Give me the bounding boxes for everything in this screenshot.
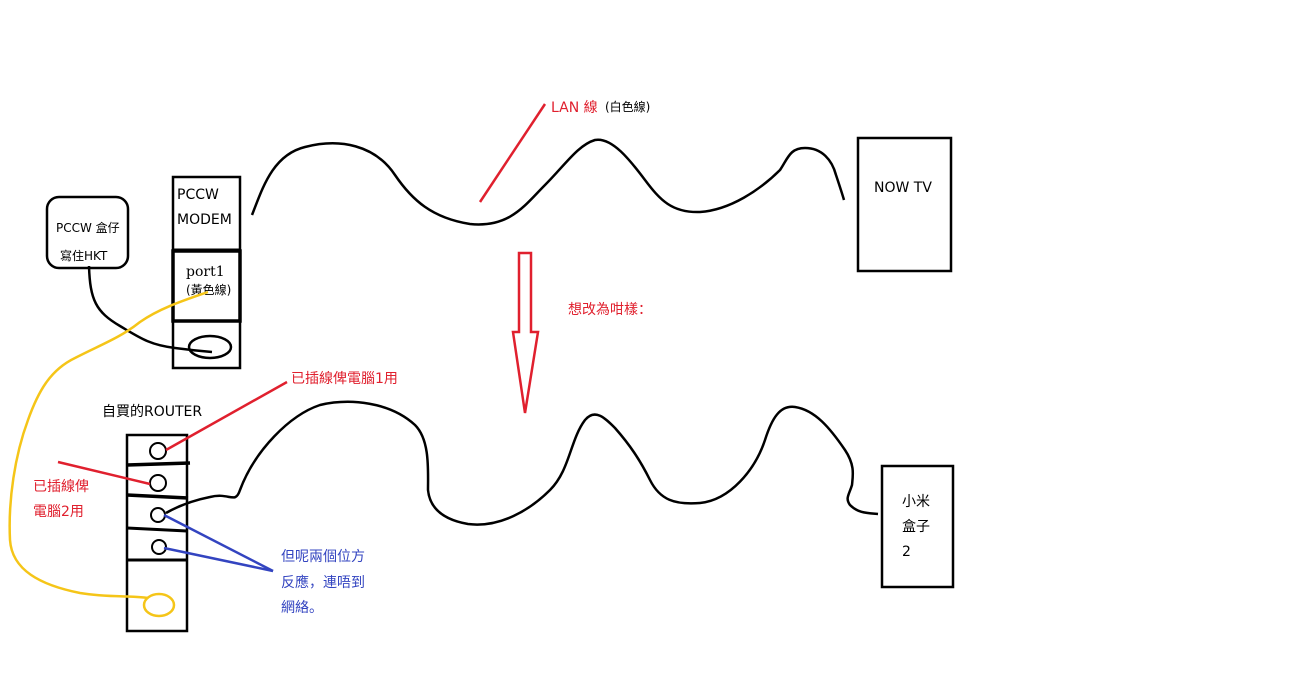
yellow-port-oval: [142, 592, 176, 618]
arrow-label: 想改為咁樣：: [568, 301, 652, 318]
port2-note-line1: 已插線俾: [33, 479, 89, 495]
router-divider-3: [126, 526, 188, 533]
pccw-box-line1: PCCW 盒仔: [56, 220, 120, 235]
mi-box-line3: 2: [902, 544, 911, 560]
modem-port1-note: (黃色線): [186, 282, 231, 297]
modem-label-line1: PCCW: [177, 187, 219, 203]
blue-note-line2: 反應，連唔到: [281, 574, 365, 591]
modem-port-oval: [187, 334, 233, 360]
now-tv-label: NOW TV: [874, 180, 932, 196]
pccw-box-cable: [87, 265, 213, 354]
router-box: [125, 433, 189, 633]
blue-note-line1: 但呢兩個位方: [281, 549, 365, 565]
blue-pointer-2: [163, 546, 274, 573]
port2-note-line2: 電腦2用: [33, 504, 84, 520]
lan-note: (白色線): [605, 99, 650, 114]
router-title: 自買的ROUTER: [102, 404, 202, 420]
router-divider-1: [126, 461, 191, 467]
pccw-box: [45, 195, 130, 270]
top-lan-cable: [250, 138, 846, 226]
router-divider-2: [126, 493, 189, 500]
router-port-1: [149, 442, 167, 460]
port1-note: 已插線俾電腦1用: [291, 371, 398, 387]
yellow-cable: [8, 290, 209, 600]
lan-label: LAN 線: [551, 100, 598, 116]
pccw-box-line2: 寫住HKT: [60, 248, 108, 263]
lan-pointer: [478, 103, 547, 203]
router-port-2: [149, 474, 167, 492]
blue-pointer-1: [163, 513, 274, 573]
modem-port1: [171, 249, 242, 323]
router-port-4: [151, 539, 167, 555]
modem-port1-label: port1: [186, 264, 225, 280]
mi-box: [880, 464, 955, 589]
router-port-3: [150, 507, 166, 523]
mi-box-line2: 盒子: [902, 518, 930, 535]
bottom-lan-cable: [165, 400, 879, 526]
now-tv-box: [856, 136, 953, 273]
port1-pointer: [165, 380, 288, 452]
modem-label-line2: MODEM: [177, 212, 232, 228]
port2-pointer: [57, 460, 151, 486]
blue-note-line3: 網絡。: [281, 600, 323, 616]
down-arrow: [511, 251, 540, 414]
mi-box-line1: 小米: [902, 494, 930, 510]
